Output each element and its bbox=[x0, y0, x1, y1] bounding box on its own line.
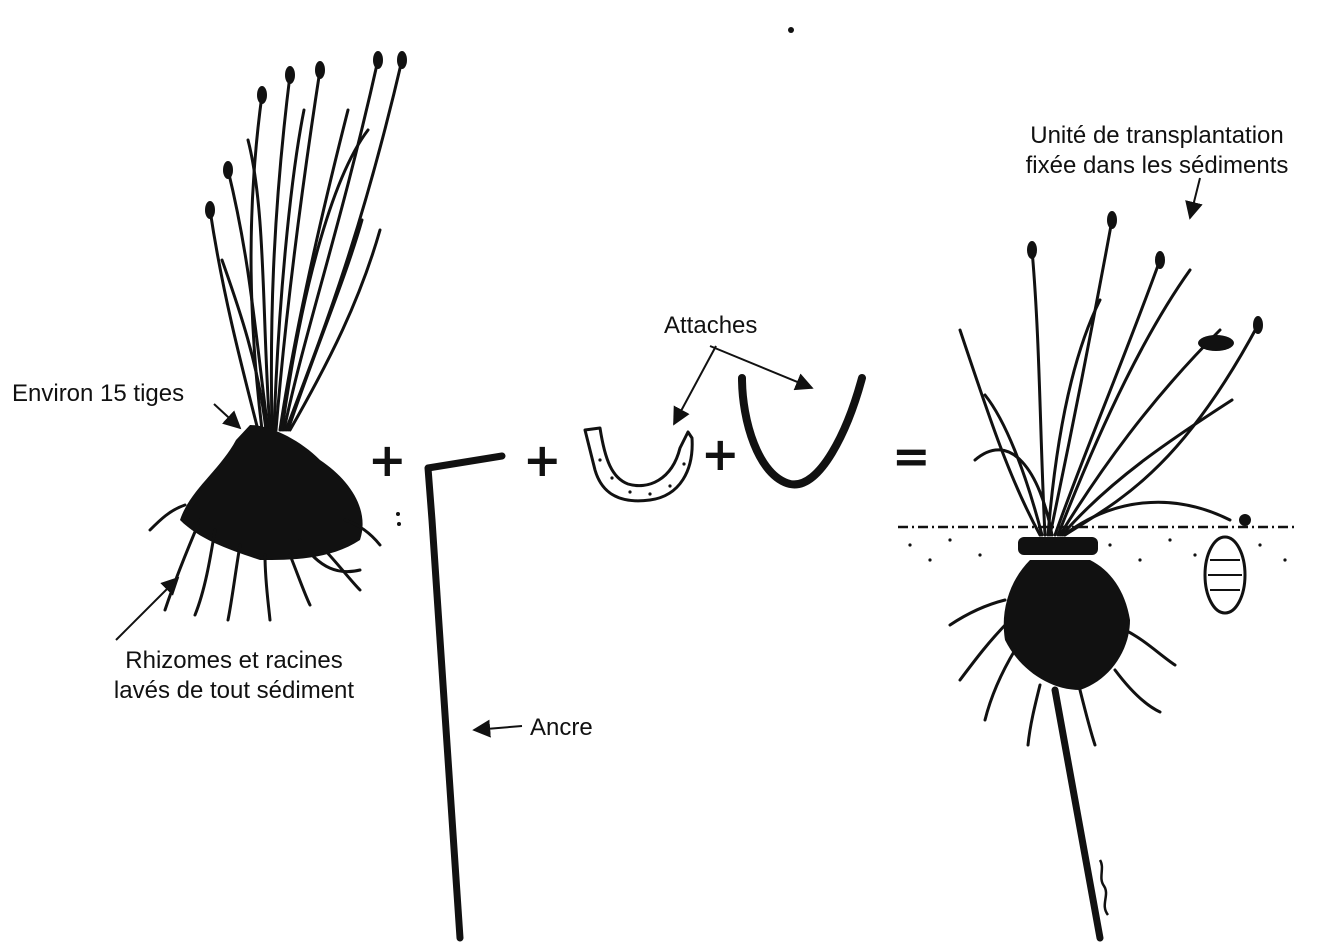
label-attaches: Attaches bbox=[664, 311, 757, 340]
artist-signature bbox=[1100, 860, 1108, 915]
label-ancre: Ancre bbox=[530, 713, 593, 742]
unit-anchor-rod bbox=[1055, 690, 1100, 938]
plus-sign-3: + bbox=[701, 431, 740, 477]
arrow-ancre bbox=[474, 726, 522, 730]
plant-root-mass bbox=[150, 425, 380, 620]
label-unite-line1: Unité de transplantation bbox=[984, 121, 1330, 150]
label-tiges: Environ 15 tiges bbox=[12, 379, 184, 408]
label-rhizomes-line1: Rhizomes et racines bbox=[86, 646, 382, 675]
unit-binding bbox=[1018, 537, 1098, 555]
anchor-rod bbox=[428, 456, 502, 938]
unit-stem-tips bbox=[1027, 211, 1263, 351]
unit-stems bbox=[960, 220, 1258, 535]
plant-stems bbox=[210, 60, 402, 430]
arrow-tiges bbox=[214, 404, 240, 428]
arrow-attaches-left bbox=[674, 346, 716, 424]
shell bbox=[1205, 514, 1251, 613]
stem-tips bbox=[205, 51, 407, 219]
label-rhizomes-line2: lavés de tout sédiment bbox=[86, 676, 382, 705]
equals-sign: = bbox=[892, 433, 931, 479]
arrow-unite bbox=[1190, 178, 1200, 218]
plus-sign-2: + bbox=[523, 437, 562, 483]
label-unite-line2: fixée dans les sédiments bbox=[984, 151, 1330, 180]
attache-wire bbox=[742, 378, 862, 484]
attache-ribbon bbox=[585, 428, 692, 501]
arrow-rhizomes bbox=[116, 578, 178, 640]
plus-sign-1: + bbox=[368, 437, 407, 483]
arrow-attaches-right bbox=[710, 346, 812, 388]
